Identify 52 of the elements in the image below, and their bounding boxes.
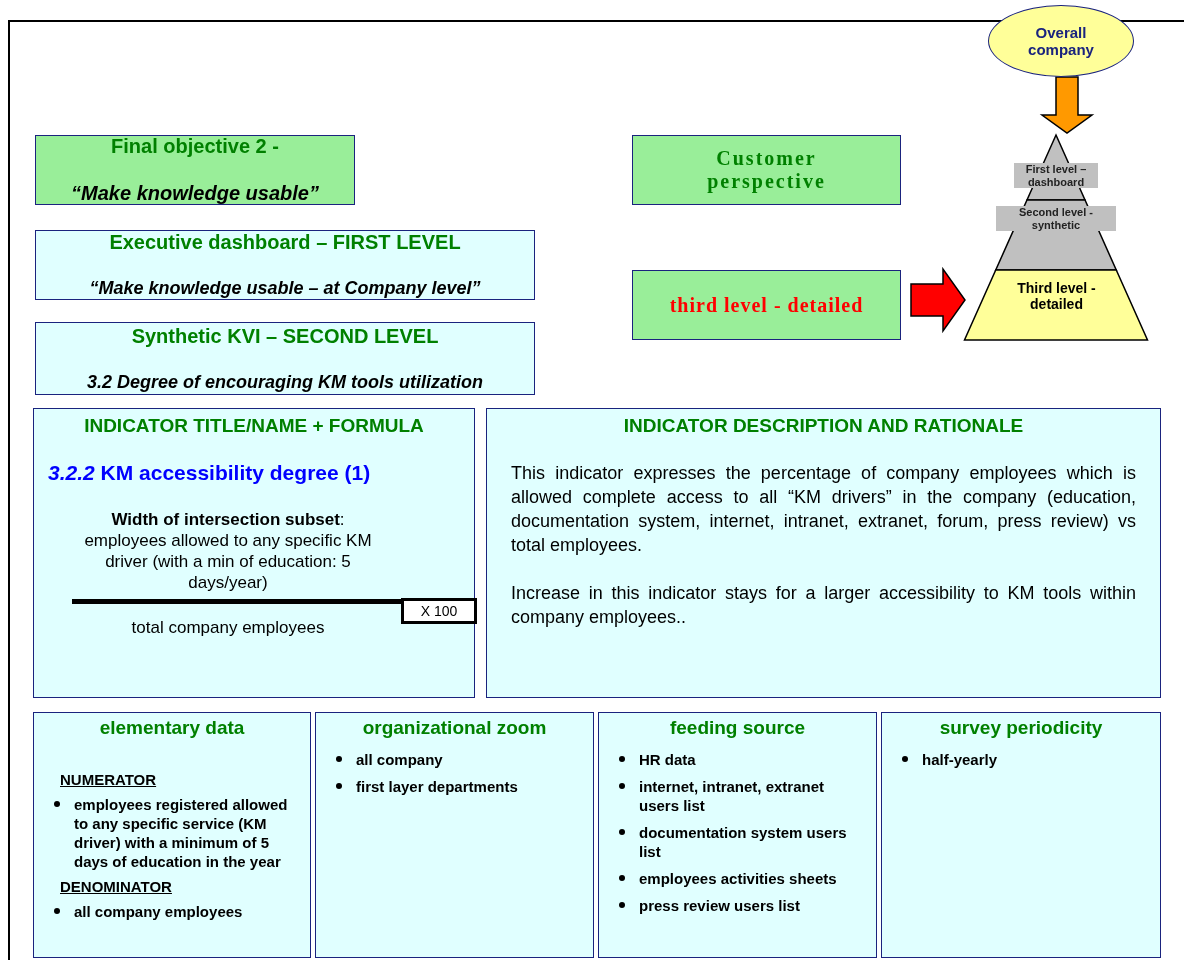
list-item: employees registered allowed to any specific service (KM driver) with a minimum of 5 days of education in the year: [74, 795, 289, 872]
label-text: NUMERATOR: [60, 770, 158, 789]
list-item: internet, intranet, extranet users list: [639, 776, 826, 815]
label-text: “Make knowledge usable”: [71, 182, 319, 205]
label-text: INDICATOR TITLE/NAME + FORMULA: [83, 415, 425, 437]
list-item: documentation system users list: [639, 822, 848, 861]
level-box: [632, 270, 901, 340]
label-text: Increase in this indicator stays for a larger accessibility to KM tools within company employees..: [511, 581, 1136, 629]
label-text: Second level - synthetic: [996, 206, 1116, 232]
label-text: Width of intersection subset: employees allowed to any specific KM driver (with a min of education: 5 days/year): [83, 509, 373, 593]
data-panel: [881, 712, 1161, 958]
label-text: DENOMINATOR: [60, 878, 173, 896]
label-text: This indicator expresses the percentage of company employees which is allowed complete access to all “KM drivers” in the company (education, documentation system, internet, intranet, extranet, forum, press review) vs total employees.: [511, 461, 1136, 557]
label-text: Overall company: [1027, 23, 1095, 59]
label-text: survey periodicity: [938, 717, 1104, 739]
level-box: [35, 322, 535, 395]
block-arrow: [910, 266, 966, 334]
data-panel: [315, 712, 594, 958]
block-arrow: [1039, 76, 1095, 134]
objective-box: [35, 135, 355, 205]
label-text: 3.2 Degree of encouraging KM tools utilization: [86, 371, 483, 393]
label-text: First level – dashboard: [1014, 163, 1098, 189]
data-panel: [598, 712, 877, 958]
description-panel: [486, 408, 1161, 698]
pyramid-base-band: [965, 270, 1148, 340]
label-text: elementary data: [98, 717, 246, 739]
label-text: Final objective 2 -: [111, 135, 279, 158]
label-text: Third level - detailed: [1016, 280, 1097, 313]
label-text: 3.2.2 KM accessibility degree (1): [48, 460, 372, 485]
data-panel: [33, 712, 311, 958]
label-text: “Make knowledge usable – at Company level”: [89, 278, 481, 299]
label-text: feeding source: [668, 717, 807, 739]
label-text: Synthetic KVI – SECOND LEVEL: [131, 324, 439, 348]
label-text: organizational zoom: [361, 717, 548, 739]
list-item: all company employees: [74, 902, 243, 922]
list-item: first layer departments: [356, 776, 518, 796]
label-text: total company employees: [130, 618, 326, 638]
list-item: all company: [356, 749, 443, 769]
formula-panel: [33, 408, 475, 698]
label-text: X 100: [420, 602, 458, 620]
label-text: Customer perspective: [706, 147, 827, 193]
multiplier-box: [401, 598, 477, 624]
perspective-box: [632, 135, 901, 205]
list-item: half-yearly: [922, 749, 998, 769]
pyramid-top-band: [1014, 135, 1098, 200]
level-box: [35, 230, 535, 300]
label-text: INDICATOR DESCRIPTION AND RATIONALE: [622, 415, 1025, 437]
label-text: third level - detailed: [669, 293, 864, 317]
label-text: Executive dashboard – FIRST LEVEL: [109, 231, 461, 255]
list-item: employees activities sheets: [639, 868, 837, 888]
list-item: HR data: [639, 749, 696, 769]
list-item: press review users list: [639, 895, 800, 915]
